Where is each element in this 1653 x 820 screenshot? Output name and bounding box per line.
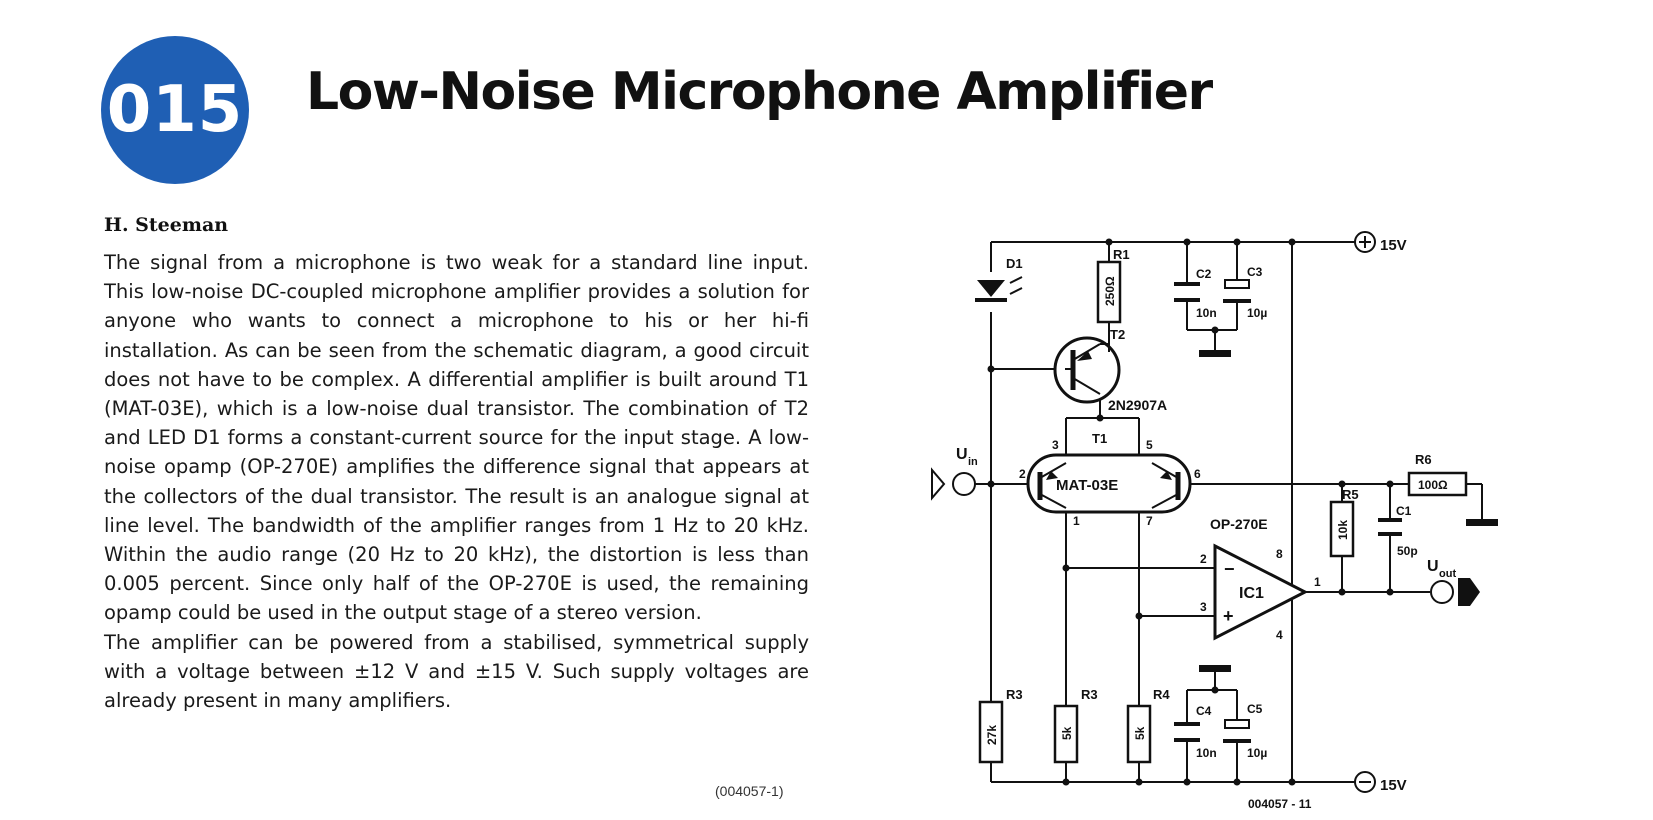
input-connector: U in <box>931 446 985 501</box>
t1-pin-6: 6 <box>1194 467 1201 481</box>
ic1-part: OP-270E <box>1210 516 1268 532</box>
article-title: Low-Noise Microphone Amplifier <box>306 62 1213 122</box>
transistor-t2: T2 2N2907A <box>1053 327 1167 413</box>
article-number: 015 <box>106 73 244 147</box>
ic1-minus: − <box>1224 559 1235 579</box>
ic1-pin-numbers: 2 3 8 4 1 <box>1200 547 1321 642</box>
supply-terminals <box>1354 231 1376 793</box>
led-d1: D1 <box>975 256 1023 302</box>
r3a-value: 27k <box>985 725 999 745</box>
capacitor-c5 <box>1224 719 1250 729</box>
resistor-r1 <box>1096 260 1122 324</box>
ic1-plus: + <box>1223 606 1234 626</box>
article-number-badge: 015 <box>101 36 249 184</box>
ic-pin-2: 2 <box>1200 552 1207 566</box>
transistor-t1: MAT-03E T1 <box>1026 431 1192 514</box>
r4-name: R4 <box>1153 687 1170 702</box>
r5-value: 10k <box>1336 520 1350 540</box>
d1-label: D1 <box>1006 256 1023 271</box>
c1-value: 50p <box>1397 544 1418 558</box>
r6-value: 100Ω <box>1418 478 1448 492</box>
resistor-names: R1 R3 R3 R4 R5 R6 <box>1006 247 1432 702</box>
ic-pin-4: 4 <box>1276 628 1283 642</box>
resistor-values: 250Ω 27k 5k 5k 10k 100Ω <box>985 276 1448 745</box>
c3-name: C3 <box>1247 265 1263 279</box>
t1-part: MAT-03E <box>1056 477 1118 494</box>
resistor-r3-5k <box>1053 704 1079 764</box>
uout-label: U <box>1427 558 1439 575</box>
ic-pin-1: 1 <box>1314 575 1321 589</box>
junction-dots <box>987 238 1394 786</box>
electrolytic-capacitors <box>1223 279 1251 743</box>
r3b-name: R3 <box>1081 687 1098 702</box>
ground-symbols <box>1199 350 1498 672</box>
body-paragraph: The amplifier can be powered from a stab… <box>104 630 809 713</box>
c2-name: C2 <box>1196 267 1212 281</box>
t1-pin-7: 7 <box>1146 514 1153 528</box>
r5-name: R5 <box>1342 487 1359 502</box>
resistors <box>978 260 1468 764</box>
c1-name: C1 <box>1396 504 1412 518</box>
pos-supply-label: 15V <box>1380 237 1407 254</box>
t2-part: 2N2907A <box>1108 397 1167 413</box>
resistor-r4 <box>1126 704 1152 764</box>
c2-value: 10n <box>1196 306 1217 320</box>
ic-pin-3: 3 <box>1200 600 1207 614</box>
r6-name: R6 <box>1415 452 1432 467</box>
r3a-name: R3 <box>1006 687 1023 702</box>
capacitors <box>1174 282 1402 742</box>
capacitor-c3 <box>1224 279 1250 289</box>
ic-pin-8: 8 <box>1276 547 1283 561</box>
t2-label: T2 <box>1110 327 1125 342</box>
resistor-r3-27k <box>978 700 1004 764</box>
article-body: The signal from a microphone is two weak… <box>104 248 809 715</box>
ic1-label: IC1 <box>1239 585 1264 602</box>
t1-pin-2: 2 <box>1019 467 1026 481</box>
t1-pin-3: 3 <box>1052 438 1059 452</box>
r4-value: 5k <box>1133 726 1147 740</box>
article-code: (004057-1) <box>715 783 784 799</box>
t1-label: T1 <box>1092 431 1107 446</box>
c3-value: 10µ <box>1247 306 1267 320</box>
body-paragraph: The signal from a microphone is two weak… <box>104 251 809 625</box>
resistor-r5 <box>1329 500 1355 558</box>
uin-label: U <box>956 446 968 463</box>
r3b-value: 5k <box>1060 726 1074 740</box>
c4-value: 10n <box>1196 746 1217 760</box>
uout-sub: out <box>1439 568 1456 580</box>
capacitor-labels: C2 10n C3 10µ C4 10n C5 10µ C1 50p <box>1196 265 1418 760</box>
output-connector: U out <box>1427 558 1480 606</box>
c5-name: C5 <box>1247 702 1263 716</box>
r1-value: 250Ω <box>1103 276 1117 306</box>
figure-code: 004057 - 11 <box>1248 797 1312 811</box>
opamp-ic1: − + IC1 OP-270E <box>1210 516 1309 658</box>
uin-sub: in <box>968 456 978 468</box>
c4-name: C4 <box>1196 704 1212 718</box>
neg-supply-label: 15V <box>1380 777 1407 794</box>
t1-pin-numbers: 2 3 5 6 1 7 <box>1019 438 1201 528</box>
c5-value: 10µ <box>1247 746 1267 760</box>
t1-pin-1: 1 <box>1073 514 1080 528</box>
r1-name: R1 <box>1113 247 1130 262</box>
author: H. Steeman <box>104 214 229 236</box>
resistor-r6 <box>1407 471 1468 497</box>
t1-pin-5: 5 <box>1146 438 1153 452</box>
